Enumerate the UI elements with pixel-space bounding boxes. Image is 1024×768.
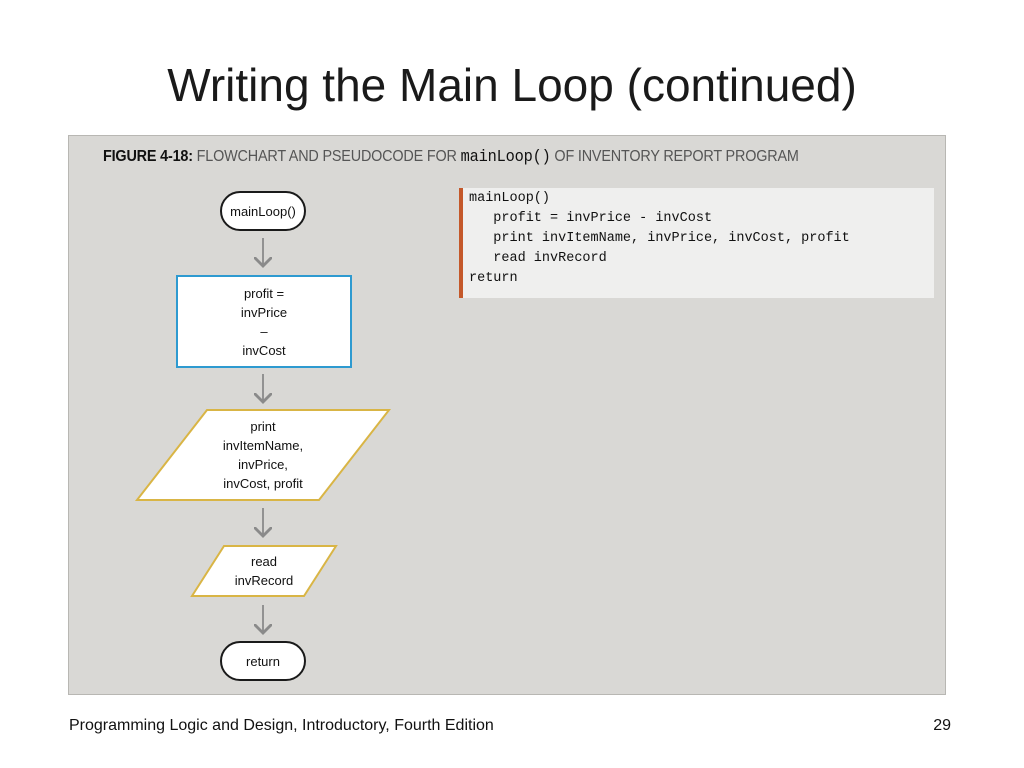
- figure-caption: FIGURE 4-18: FLOWCHART AND PSEUDOCODE FO…: [103, 148, 799, 167]
- read-io-label: read invRecord: [209, 546, 319, 596]
- caption-suffix: OF INVENTORY REPORT PROGRAM: [554, 148, 799, 165]
- pseudocode-line: mainLoop(): [469, 191, 551, 206]
- process-box: [176, 275, 352, 368]
- process-line: –: [260, 323, 268, 339]
- print-io-shape: [134, 409, 392, 501]
- pseudocode-line: return: [469, 271, 518, 286]
- start-terminal: [220, 191, 306, 231]
- pseudocode-line: profit = invPrice - invCost: [469, 211, 713, 226]
- figure-panel: FIGURE 4-18: FLOWCHART AND PSEUDOCODE FO…: [68, 135, 946, 695]
- process-line: invPrice: [240, 304, 288, 320]
- pseudocode-line: read invRecord: [469, 251, 607, 266]
- read-line: read: [250, 554, 278, 569]
- end-terminal: [220, 641, 306, 681]
- print-line: invItemName,: [222, 438, 304, 453]
- print-line: invPrice,: [238, 457, 288, 472]
- read-io-shape: [190, 545, 338, 597]
- print-line: invCost, profit: [223, 476, 303, 491]
- caption-prefix: FLOWCHART AND PSEUDOCODE FOR: [196, 148, 457, 165]
- print-line: print: [250, 419, 276, 434]
- process-line: invCost: [242, 342, 286, 358]
- print-io-label: print invItemName, invPrice, invCost, pr…: [169, 410, 357, 500]
- figure-number: FIGURE 4-18:: [103, 148, 193, 165]
- read-line: invRecord: [234, 573, 294, 588]
- pseudocode-line: print invItemName, invPrice, invCost, pr…: [469, 231, 850, 246]
- page-number: 29: [933, 717, 951, 734]
- pseudocode-accent-bar: [459, 188, 463, 298]
- pseudocode-box: mainLoop() profit = invPrice - invCost p…: [459, 188, 934, 298]
- footer-book-title: Programming Logic and Design, Introducto…: [69, 717, 494, 734]
- start-terminal-label: mainLoop(): [230, 203, 296, 219]
- process-box-label: profit = invPrice – invCost: [177, 276, 351, 367]
- process-line: profit =: [243, 285, 285, 301]
- caption-code: mainLoop(): [460, 148, 551, 167]
- slide-title: Writing the Main Loop (continued): [167, 59, 857, 111]
- flowchart: [134, 191, 392, 681]
- end-terminal-label: return: [246, 653, 280, 669]
